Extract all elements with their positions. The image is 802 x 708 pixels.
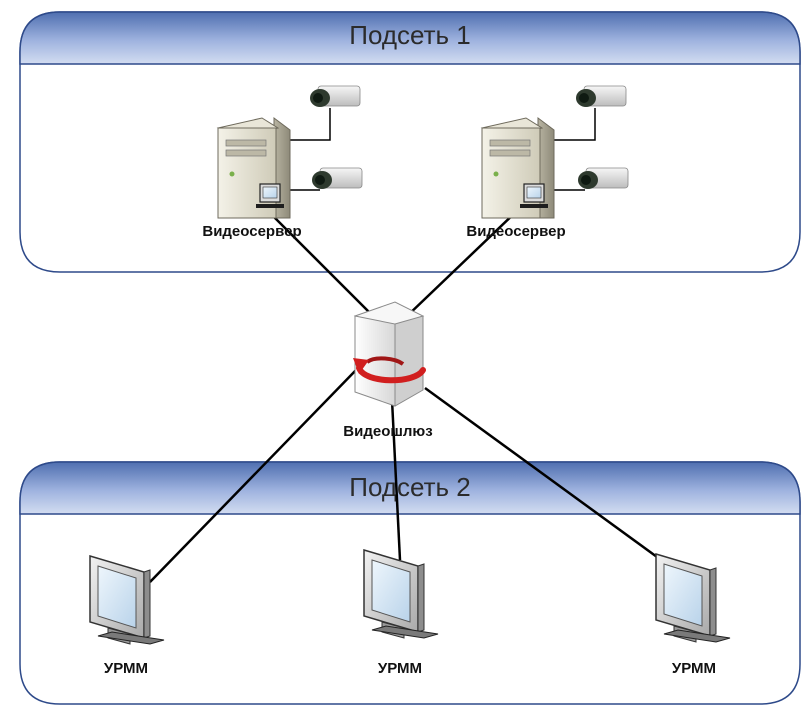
- camera-s2-bottom[interactable]: [578, 167, 629, 189]
- camera-s1-top[interactable]: [310, 85, 361, 107]
- cable-s2-cam-top: [545, 108, 596, 141]
- subnet-1-band: [19, 11, 801, 65]
- links: [149, 207, 669, 583]
- gateway-front: [354, 315, 396, 407]
- gateway-arrow-head: [353, 358, 369, 374]
- video-server-1-label: Видеосервер: [202, 223, 301, 240]
- video-gateway-label: Видеошлюз: [343, 423, 432, 440]
- monitor-side: [709, 567, 717, 637]
- link-gateway-workstation-1: [149, 367, 359, 583]
- cable-s1-cam-top: [290, 108, 331, 141]
- drive-bay: [489, 139, 531, 147]
- workstation-2-label: УРММ: [378, 660, 422, 677]
- link-server-2-gateway: [404, 207, 521, 319]
- workstation-3[interactable]: [655, 552, 731, 643]
- camera-s2-top[interactable]: [576, 85, 627, 107]
- power-led: [493, 171, 499, 177]
- gateway-arrow-ring: [356, 365, 426, 384]
- power-led: [229, 171, 235, 177]
- gateway-arrow-back: [365, 356, 405, 366]
- monitor-screen: [97, 565, 137, 629]
- link-gateway-workstation-3: [424, 386, 669, 567]
- link-server-1-gateway: [264, 207, 376, 319]
- monitor-screen: [663, 563, 703, 627]
- link-gateway-workstation-2: [390, 399, 402, 561]
- subnet-2-title: Подсеть 2: [349, 472, 470, 502]
- server-console-screen: [262, 186, 278, 199]
- monitor-side: [417, 563, 425, 633]
- monitor-side: [143, 569, 151, 639]
- camera-lens-glass: [313, 93, 323, 103]
- workstation-2[interactable]: [363, 548, 439, 639]
- server-console-base: [520, 204, 548, 208]
- video-server-2-label: Видеосервер: [466, 223, 565, 240]
- video-server-1[interactable]: [216, 117, 291, 219]
- monitor-base: [663, 629, 731, 643]
- subnet-1-title: Подсеть 1: [349, 20, 470, 50]
- camera-s1-bottom[interactable]: [312, 167, 363, 189]
- subnet-1: Подсеть 1: [19, 11, 801, 273]
- subnet-2-band: [19, 461, 801, 515]
- monitor-screen: [371, 559, 411, 623]
- video-server-2[interactable]: [480, 117, 555, 219]
- workstation-1-label: УРММ: [104, 660, 148, 677]
- drive-bay: [489, 149, 531, 157]
- monitor-base: [371, 625, 439, 639]
- server-console-base: [256, 204, 284, 208]
- workstation-3-label: УРММ: [672, 660, 716, 677]
- video-gateway[interactable]: [353, 301, 426, 407]
- server-console-screen: [526, 186, 542, 199]
- drive-bay: [225, 149, 267, 157]
- workstation-1[interactable]: [89, 554, 165, 645]
- camera-lens-glass: [315, 175, 325, 185]
- monitor-base: [97, 631, 165, 645]
- camera-lens-glass: [581, 175, 591, 185]
- camera-lens-glass: [579, 93, 589, 103]
- drive-bay: [225, 139, 267, 147]
